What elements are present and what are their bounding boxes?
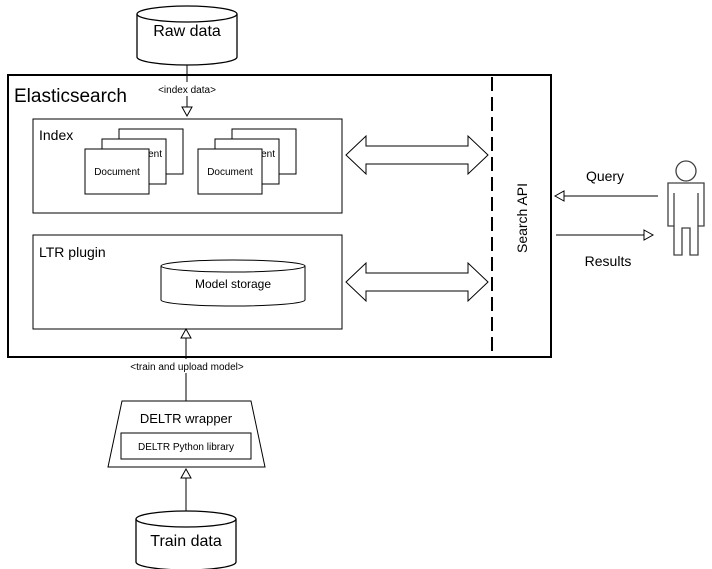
user-icon — [667, 160, 705, 256]
ltr-search-double-arrow — [345, 261, 489, 303]
document-stack-2: ent Document — [197, 128, 297, 195]
deltr-wrapper-label: DELTR wrapper — [140, 411, 233, 426]
elasticsearch-box — [7, 74, 552, 358]
document-label-partial: ent — [261, 149, 275, 160]
deltr-library-label: DELTR Python library — [138, 442, 234, 453]
results-label: Results — [585, 253, 632, 269]
document-label: Document — [94, 167, 140, 178]
index-box: Index ent Document ent Document — [32, 118, 343, 214]
document-stack-1: ent Document — [84, 128, 184, 195]
ltr-plugin-box: LTR plugin Model storage — [32, 234, 343, 330]
raw-data-cylinder: Raw data — [136, 5, 238, 66]
elasticsearch-title: Elasticsearch — [14, 86, 127, 107]
query-label: Query — [586, 168, 624, 184]
deltr-wrapper: DELTR wrapper DELTR Python library — [107, 400, 266, 468]
model-storage-cylinder: Model storage — [160, 259, 306, 307]
index-search-double-arrow — [345, 134, 489, 176]
model-storage-label: Model storage — [195, 277, 271, 291]
document-label-partial: ent — [148, 149, 162, 160]
train-upload-label: <train and upload model> — [130, 362, 244, 373]
index-data-label: <index data> — [158, 85, 216, 96]
search-api-label: Search API — [514, 183, 530, 253]
deltr-library-box — [120, 432, 252, 460]
train-data-cylinder: Train data — [135, 510, 237, 569]
train-data-label: Train data — [150, 533, 222, 550]
ltr-plugin-label: LTR plugin — [39, 244, 106, 260]
index-label: Index — [39, 127, 73, 143]
document-label: Document — [207, 167, 253, 178]
raw-data-label: Raw data — [153, 23, 221, 40]
